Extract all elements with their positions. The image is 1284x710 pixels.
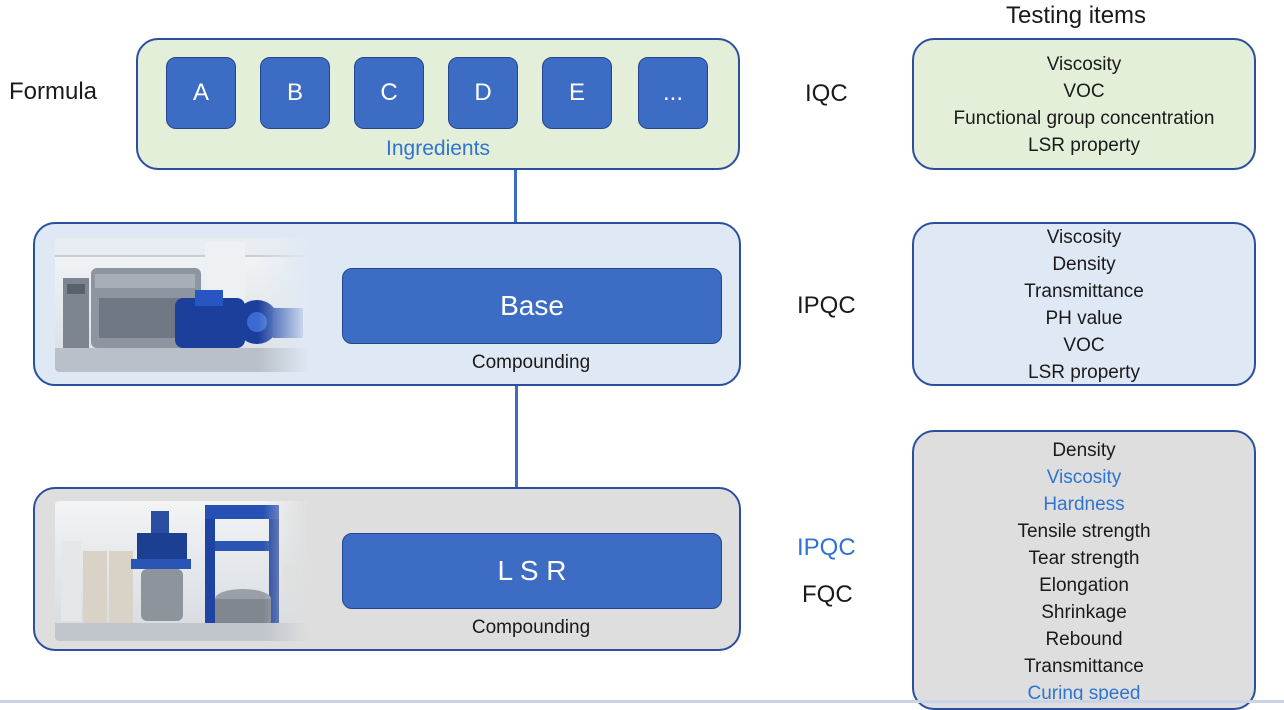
ipqc-label-final: IPQC xyxy=(797,534,856,561)
test-item: Tear strength xyxy=(1028,548,1140,569)
test-item: Viscosity xyxy=(1046,54,1122,75)
test-item: Viscosity xyxy=(1046,467,1122,488)
test-item: VOC xyxy=(1063,335,1105,356)
lsr-button[interactable]: L S R xyxy=(342,533,722,609)
compounding-machine-photo xyxy=(55,501,309,641)
test-item: Rebound xyxy=(1045,629,1123,650)
fqc-label: FQC xyxy=(802,581,853,608)
lsr-caption: Compounding xyxy=(471,617,591,638)
test-item: LSR property xyxy=(1028,135,1140,156)
mixer-machine-photo xyxy=(55,238,309,372)
flow-arrow-2 xyxy=(515,386,518,506)
lsr-panel: L S R Compounding xyxy=(33,487,741,651)
ingredients-caption: Ingredients xyxy=(386,137,490,160)
ipqc-label: IPQC xyxy=(797,292,856,319)
test-item: Density xyxy=(1052,440,1116,461)
test-item: VOC xyxy=(1063,81,1105,102)
testing-items-header: Testing items xyxy=(1006,2,1147,29)
test-item: Density xyxy=(1052,254,1116,275)
ingredients-panel: A B C D E ... Ingredients xyxy=(136,38,740,170)
bottom-divider xyxy=(0,700,1284,703)
test-item: Curing speed xyxy=(1027,683,1141,704)
base-panel: Base Compounding xyxy=(33,222,741,386)
ingredient-more[interactable]: ... xyxy=(638,57,708,129)
test-item: Transmittance xyxy=(1024,281,1144,302)
test-item: Viscosity xyxy=(1046,227,1122,248)
test-item: Tensile strength xyxy=(1017,521,1151,542)
ingredient-e[interactable]: E xyxy=(542,57,612,129)
iqc-label: IQC xyxy=(805,80,848,107)
test-item: PH value xyxy=(1045,308,1123,329)
test-item: Functional group concentration xyxy=(953,108,1215,129)
ingredient-b[interactable]: B xyxy=(260,57,330,129)
flow-arrow-1 xyxy=(514,170,517,238)
formula-label: Formula xyxy=(9,78,98,105)
test-item: Hardness xyxy=(1043,494,1125,515)
ingredient-d[interactable]: D xyxy=(448,57,518,129)
base-button[interactable]: Base xyxy=(342,268,722,344)
test-item: LSR property xyxy=(1028,362,1140,383)
test-item: Shrinkage xyxy=(1041,602,1127,623)
test-item: Elongation xyxy=(1039,575,1129,596)
test-item: Transmittance xyxy=(1024,656,1144,677)
ingredient-a[interactable]: A xyxy=(166,57,236,129)
base-caption: Compounding xyxy=(471,352,591,373)
ingredient-c[interactable]: C xyxy=(354,57,424,129)
